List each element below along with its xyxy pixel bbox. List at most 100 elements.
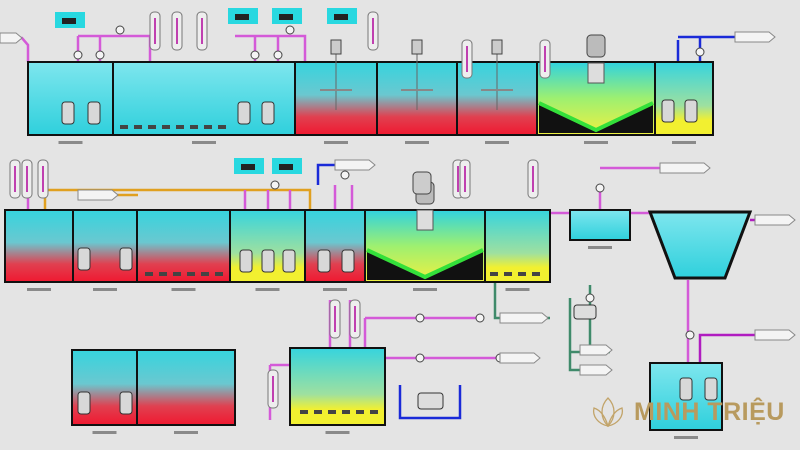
- flow-direction-tag[interactable]: [754, 329, 796, 341]
- valve-icon[interactable]: [270, 180, 280, 190]
- air-blower-icon[interactable]: [417, 392, 444, 410]
- submersible-pump-icon[interactable]: [239, 249, 253, 273]
- tank-label: [674, 436, 698, 439]
- pipe: [78, 34, 152, 62]
- tank-buffer: [304, 209, 366, 283]
- flow-direction-tag[interactable]: [579, 344, 613, 356]
- air-diffuser-icon: [120, 125, 128, 129]
- mixer-motor-icon[interactable]: [330, 39, 342, 55]
- air-diffuser-icon: [176, 125, 184, 129]
- sludge-pump-icon[interactable]: [573, 304, 597, 320]
- air-diffuser-icon: [162, 125, 170, 129]
- tank-label: [413, 288, 437, 291]
- tank-equalization: [4, 209, 74, 283]
- submersible-pump-icon[interactable]: [704, 377, 718, 401]
- valve-icon[interactable]: [695, 47, 705, 57]
- tank-aerotank: [136, 209, 231, 283]
- tank-label: [192, 141, 216, 144]
- level-indicator: [26, 166, 28, 192]
- flow-direction-tag[interactable]: [77, 189, 119, 201]
- flow-direction-tag[interactable]: [334, 159, 376, 171]
- submersible-pump-icon[interactable]: [237, 101, 251, 125]
- air-diffuser-icon: [218, 125, 226, 129]
- valve-icon[interactable]: [585, 293, 595, 303]
- center-well: [416, 209, 434, 231]
- submersible-pump-icon[interactable]: [684, 99, 698, 123]
- air-diffuser-icon: [190, 125, 198, 129]
- mixer-motor-icon[interactable]: [411, 39, 423, 55]
- watermark-logo: MINH TRIỆU: [588, 392, 785, 432]
- clarifier-cone: [539, 105, 653, 133]
- air-diffuser-icon: [187, 272, 195, 276]
- air-diffuser-icon: [314, 410, 322, 414]
- tank-label: [584, 141, 608, 144]
- flow-direction-tag[interactable]: [499, 352, 541, 364]
- flow-direction-tag[interactable]: [0, 32, 23, 44]
- tank-disinfection: [484, 209, 551, 283]
- level-indicator: [466, 46, 468, 72]
- valve-icon[interactable]: [115, 25, 125, 35]
- air-diffuser-icon: [159, 272, 167, 276]
- valve-icon[interactable]: [415, 313, 425, 323]
- air-diffuser-icon: [201, 272, 209, 276]
- valve-icon[interactable]: [95, 50, 105, 60]
- level-indicator: [154, 18, 156, 44]
- valve-icon[interactable]: [475, 313, 485, 323]
- submersible-pump-icon[interactable]: [679, 377, 693, 401]
- submersible-pump-icon[interactable]: [87, 101, 101, 125]
- valve-icon[interactable]: [285, 25, 295, 35]
- submersible-pump-icon[interactable]: [77, 391, 91, 415]
- tank-label: [672, 141, 696, 144]
- flow-direction-tag[interactable]: [754, 214, 796, 226]
- level-indicator: [544, 46, 546, 72]
- air-diffuser-icon: [134, 125, 142, 129]
- clarifier-cone: [367, 252, 483, 280]
- submersible-pump-icon[interactable]: [661, 99, 675, 123]
- valve-icon[interactable]: [685, 330, 695, 340]
- submersible-pump-icon[interactable]: [61, 101, 75, 125]
- air-diffuser-icon: [300, 410, 308, 414]
- valve-icon[interactable]: [273, 50, 283, 60]
- air-diffuser-icon: [518, 272, 526, 276]
- level-indicator: [372, 18, 374, 44]
- valve-icon[interactable]: [340, 170, 350, 180]
- submersible-pump-icon[interactable]: [261, 249, 275, 273]
- air-diffuser-icon: [204, 125, 212, 129]
- tank-label: [485, 141, 509, 144]
- submersible-pump-icon[interactable]: [282, 249, 296, 273]
- level-indicator: [334, 306, 336, 332]
- instrument-value: [235, 14, 249, 20]
- tank-label: [588, 246, 612, 249]
- tank-label: [255, 288, 280, 291]
- submersible-pump-icon[interactable]: [119, 391, 133, 415]
- submersible-pump-icon[interactable]: [317, 249, 331, 273]
- flow-direction-tag[interactable]: [734, 31, 776, 43]
- valve-icon[interactable]: [250, 50, 260, 60]
- submersible-pump-icon[interactable]: [77, 247, 91, 271]
- submersible-pump-icon[interactable]: [341, 249, 355, 273]
- submersible-pump-icon[interactable]: [261, 101, 275, 125]
- clarifier-scraper: [538, 101, 654, 133]
- air-diffuser-icon: [145, 272, 153, 276]
- tank-label: [405, 141, 429, 144]
- watermark-text: MINH TRIỆU: [634, 397, 785, 426]
- level-indicator: [42, 166, 44, 192]
- level-indicator: [14, 166, 16, 192]
- submersible-pump-icon[interactable]: [119, 247, 133, 271]
- valve-icon[interactable]: [595, 183, 605, 193]
- instrument-value: [279, 164, 293, 170]
- air-diffuser-icon: [342, 410, 350, 414]
- level-indicator: [272, 376, 274, 402]
- tank-filter: [569, 209, 631, 241]
- level-indicator: [532, 166, 534, 192]
- mixer-motor-icon[interactable]: [491, 39, 503, 55]
- gear-motor-icon[interactable]: [586, 34, 606, 58]
- valve-icon[interactable]: [415, 353, 425, 363]
- gear-motor-icon[interactable]: [412, 171, 432, 195]
- flow-direction-tag[interactable]: [659, 162, 711, 174]
- flow-direction-tag[interactable]: [579, 364, 613, 376]
- pipe: [235, 34, 307, 62]
- tank-label: [92, 431, 117, 434]
- valve-icon[interactable]: [73, 50, 83, 60]
- flow-direction-tag[interactable]: [499, 312, 549, 324]
